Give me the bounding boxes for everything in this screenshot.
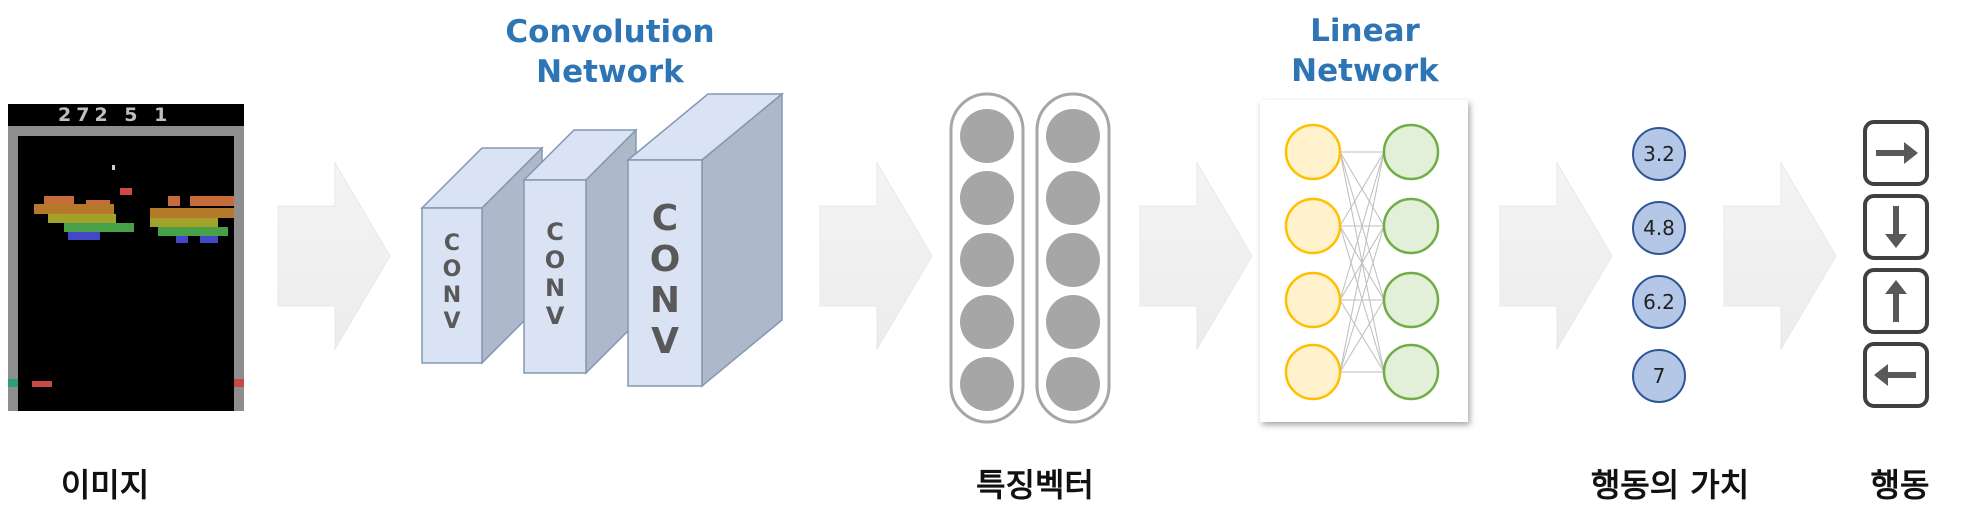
q-value-caption: 행동의 가치: [1590, 466, 1750, 504]
output-node: [1382, 271, 1440, 329]
conv2-letter-3: N: [545, 274, 565, 302]
conv1-letter-2: O: [443, 257, 462, 282]
conv3-letter-4: V: [651, 321, 679, 362]
q-value-4: 7: [1653, 364, 1666, 388]
q-value-2: 4.8: [1643, 216, 1675, 240]
action-caption: 행동: [1870, 466, 1930, 504]
feature-cell: [1046, 357, 1100, 411]
flow-arrow-2: [819, 161, 933, 351]
q-value-node: [1632, 349, 1686, 403]
feature-cell: [960, 233, 1014, 287]
output-node: [1382, 343, 1440, 401]
linear-title-line2: Network: [1291, 53, 1439, 89]
feature-vector: [949, 92, 1111, 424]
feature-cell: [960, 109, 1014, 163]
linear-network-title: Linear Network: [1250, 11, 1480, 91]
feature-cell: [1046, 233, 1100, 287]
image-caption: 이미지: [60, 466, 150, 504]
action-keys: [1863, 120, 1929, 408]
conv1-letter-1: C: [444, 231, 460, 256]
feature-vector-caption: 특징벡터: [976, 466, 1094, 504]
input-node: [1284, 271, 1342, 329]
conv-title-line1: Convolution: [505, 14, 715, 50]
conv1-letter-3: N: [443, 283, 461, 308]
conv-block-2: [522, 128, 638, 375]
q-values: 3.2 4.8 6.2 7: [1632, 127, 1686, 403]
linear-title-line1: Linear: [1310, 13, 1420, 49]
conv2-letter-4: V: [546, 302, 565, 330]
left-arrow-icon: [1874, 364, 1916, 386]
feature-cell: [1046, 295, 1100, 349]
flow-arrow-5: [1723, 161, 1837, 351]
conv3-letter-2: O: [650, 239, 681, 280]
feature-cell: [960, 171, 1014, 225]
q-value-node: [1632, 201, 1686, 255]
conv3-letter-3: N: [650, 280, 680, 321]
flow-arrow-3: [1139, 161, 1253, 351]
q-value-1: 3.2: [1643, 142, 1675, 166]
game-screen-image: 272 5 1: [8, 104, 244, 411]
flow-arrow-4: [1499, 161, 1613, 351]
conv-title-line2: Network: [536, 54, 684, 90]
game-score-text: 272 5 1: [58, 104, 172, 126]
flow-arrow-1: [277, 161, 391, 351]
linear-network-graph: [1284, 123, 1440, 401]
conv2-letter-1: C: [546, 218, 564, 246]
conv3-letter-1: C: [652, 198, 678, 239]
feature-cell: [1046, 171, 1100, 225]
feature-cell: [960, 295, 1014, 349]
output-node: [1382, 123, 1440, 181]
feature-cell: [960, 357, 1014, 411]
input-node: [1284, 343, 1342, 401]
down-arrow-icon: [1885, 206, 1907, 248]
feature-column-1: [949, 92, 1025, 424]
right-arrow-icon: [1876, 142, 1918, 164]
q-value-node: [1632, 127, 1686, 181]
feature-cell: [1046, 109, 1100, 163]
conv-blocks: C O N V C O N V C O N V: [420, 92, 785, 388]
feature-column-2: [1035, 92, 1111, 424]
output-node: [1382, 197, 1440, 255]
conv2-letter-2: O: [545, 246, 565, 274]
conv-network-title: Convolution Network: [490, 12, 730, 92]
q-value-3: 6.2: [1643, 290, 1675, 314]
up-arrow-icon: [1885, 280, 1907, 322]
conv-block-3: [625, 92, 785, 388]
q-value-node: [1632, 275, 1686, 329]
input-node: [1284, 123, 1342, 181]
input-node: [1284, 197, 1342, 255]
conv1-letter-4: V: [443, 309, 460, 334]
linear-network-panel: [1260, 100, 1468, 422]
